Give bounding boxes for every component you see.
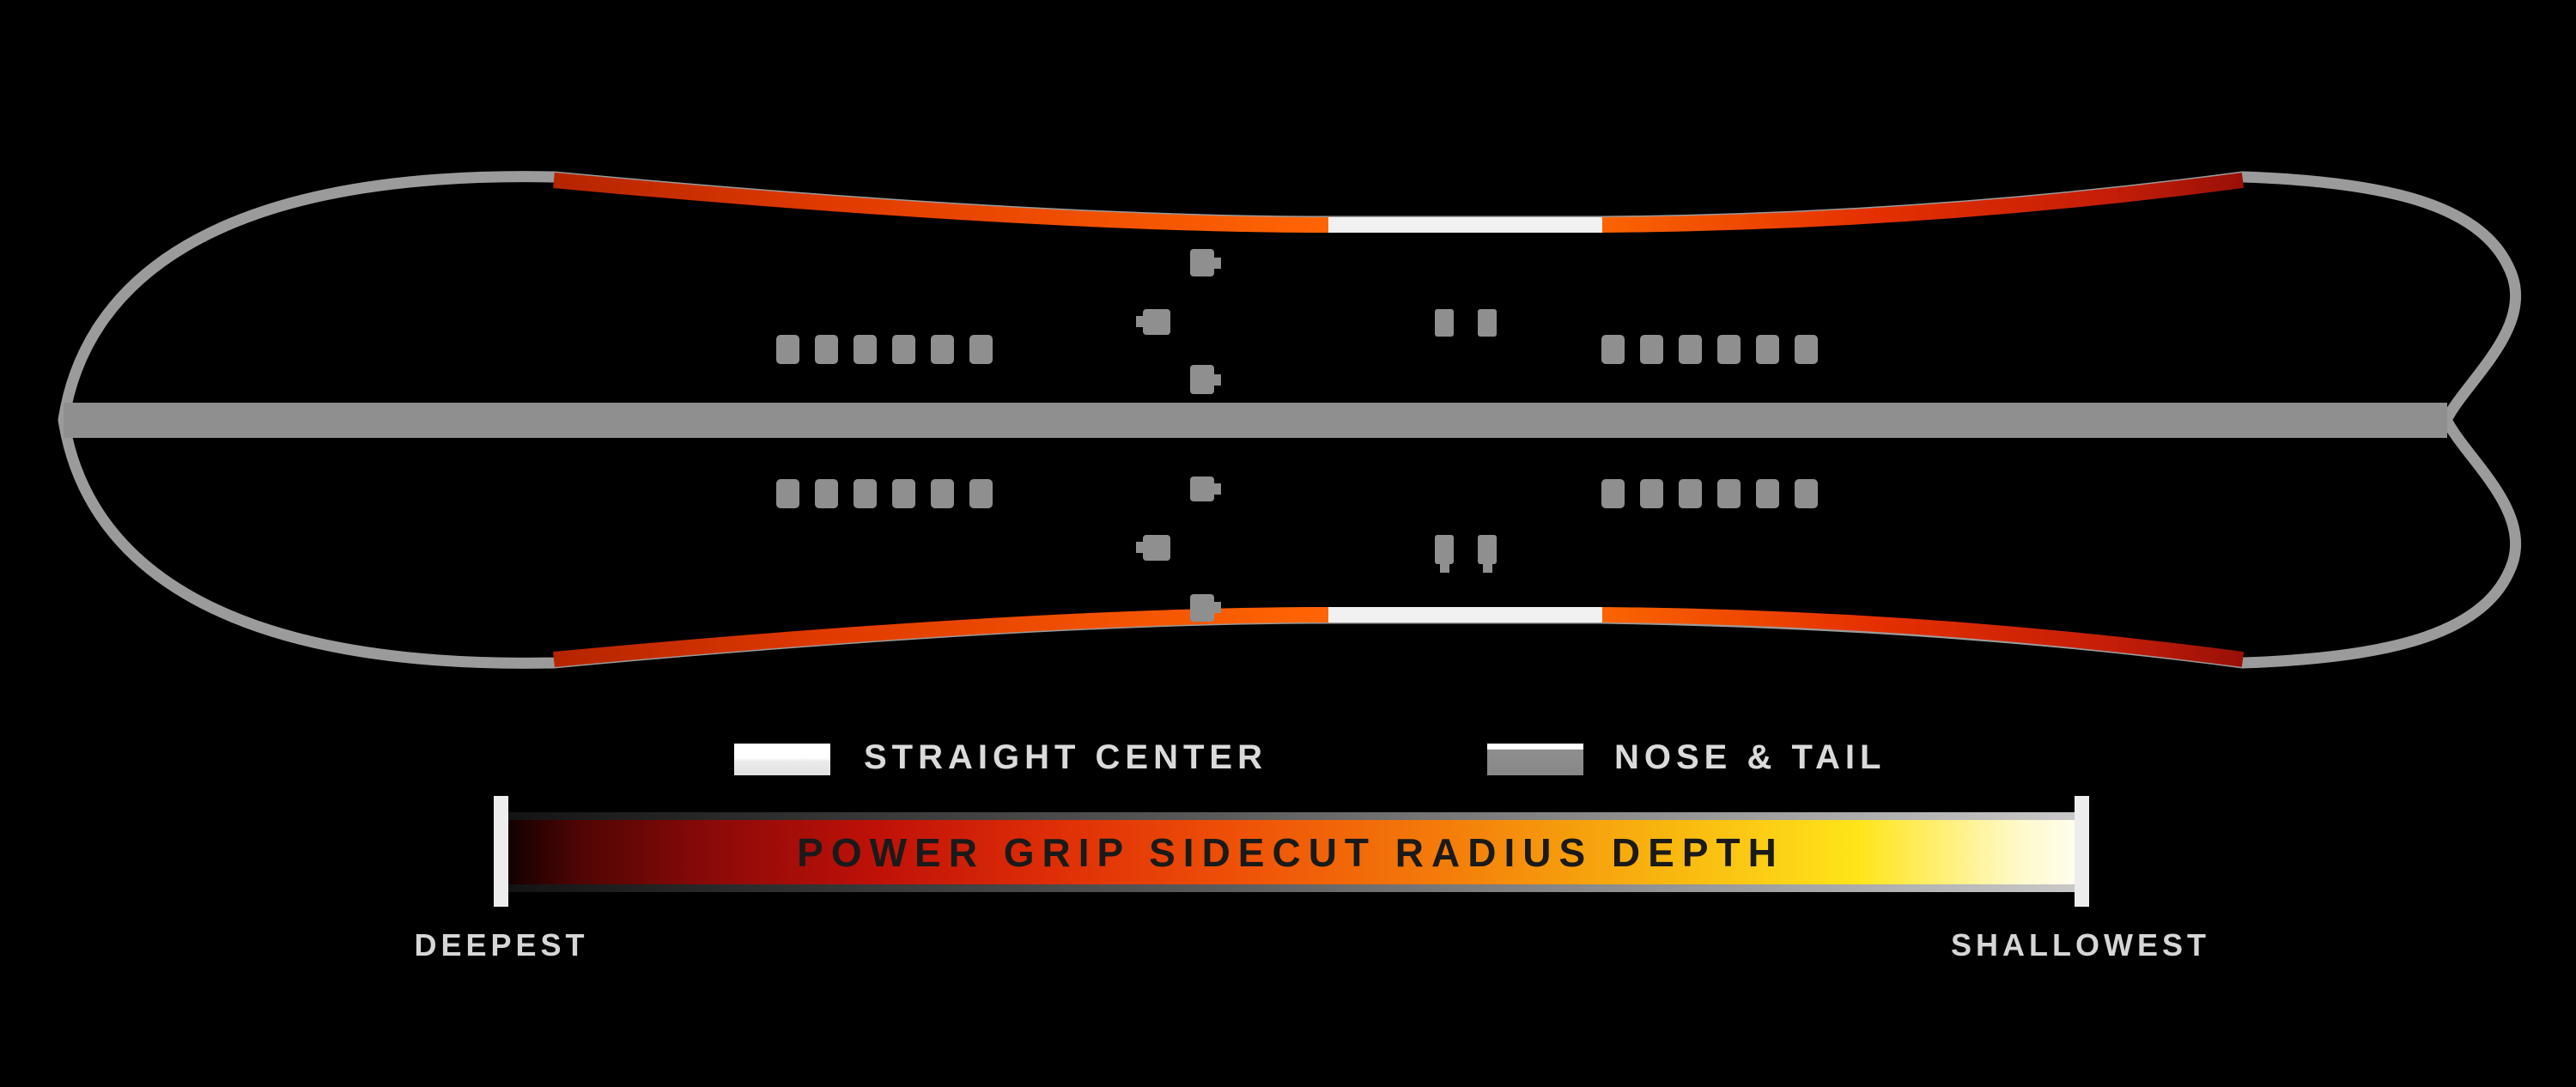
- legend-label-straight-center: STRAIGHT CENTER: [864, 738, 1267, 776]
- scale-right-endcap: [2075, 796, 2089, 907]
- scale-bar: POWER GRIP SIDECUT RADIUS DEPTH: [501, 820, 2081, 884]
- scale-left-endcap: [494, 796, 508, 907]
- legend-label-nose-tail: NOSE & TAIL: [1614, 738, 1886, 776]
- nose-tail-swatch: [1487, 744, 1583, 775]
- sidecut-bottom-tail: [1601, 607, 2245, 667]
- sidecut-top-tail: [1601, 173, 2245, 233]
- scale-bar-title: POWER GRIP SIDECUT RADIUS DEPTH: [797, 829, 1784, 875]
- straight-center-swatch: [734, 744, 830, 775]
- touring-brackets: [1435, 309, 1497, 573]
- center-seam: [64, 403, 2447, 438]
- shallowest-label: SHALLOWEST: [1951, 927, 2210, 963]
- sidecut-top-nose: [553, 173, 1329, 233]
- binding-inserts: [776, 335, 1818, 508]
- sidecut-bottom-nose: [553, 607, 1329, 667]
- deepest-label: DEEPEST: [414, 927, 589, 963]
- scale-bar-bottom-edge: [501, 884, 2081, 892]
- scale-bar-top-edge: [501, 812, 2081, 820]
- splitboard-clips: [1136, 249, 1221, 622]
